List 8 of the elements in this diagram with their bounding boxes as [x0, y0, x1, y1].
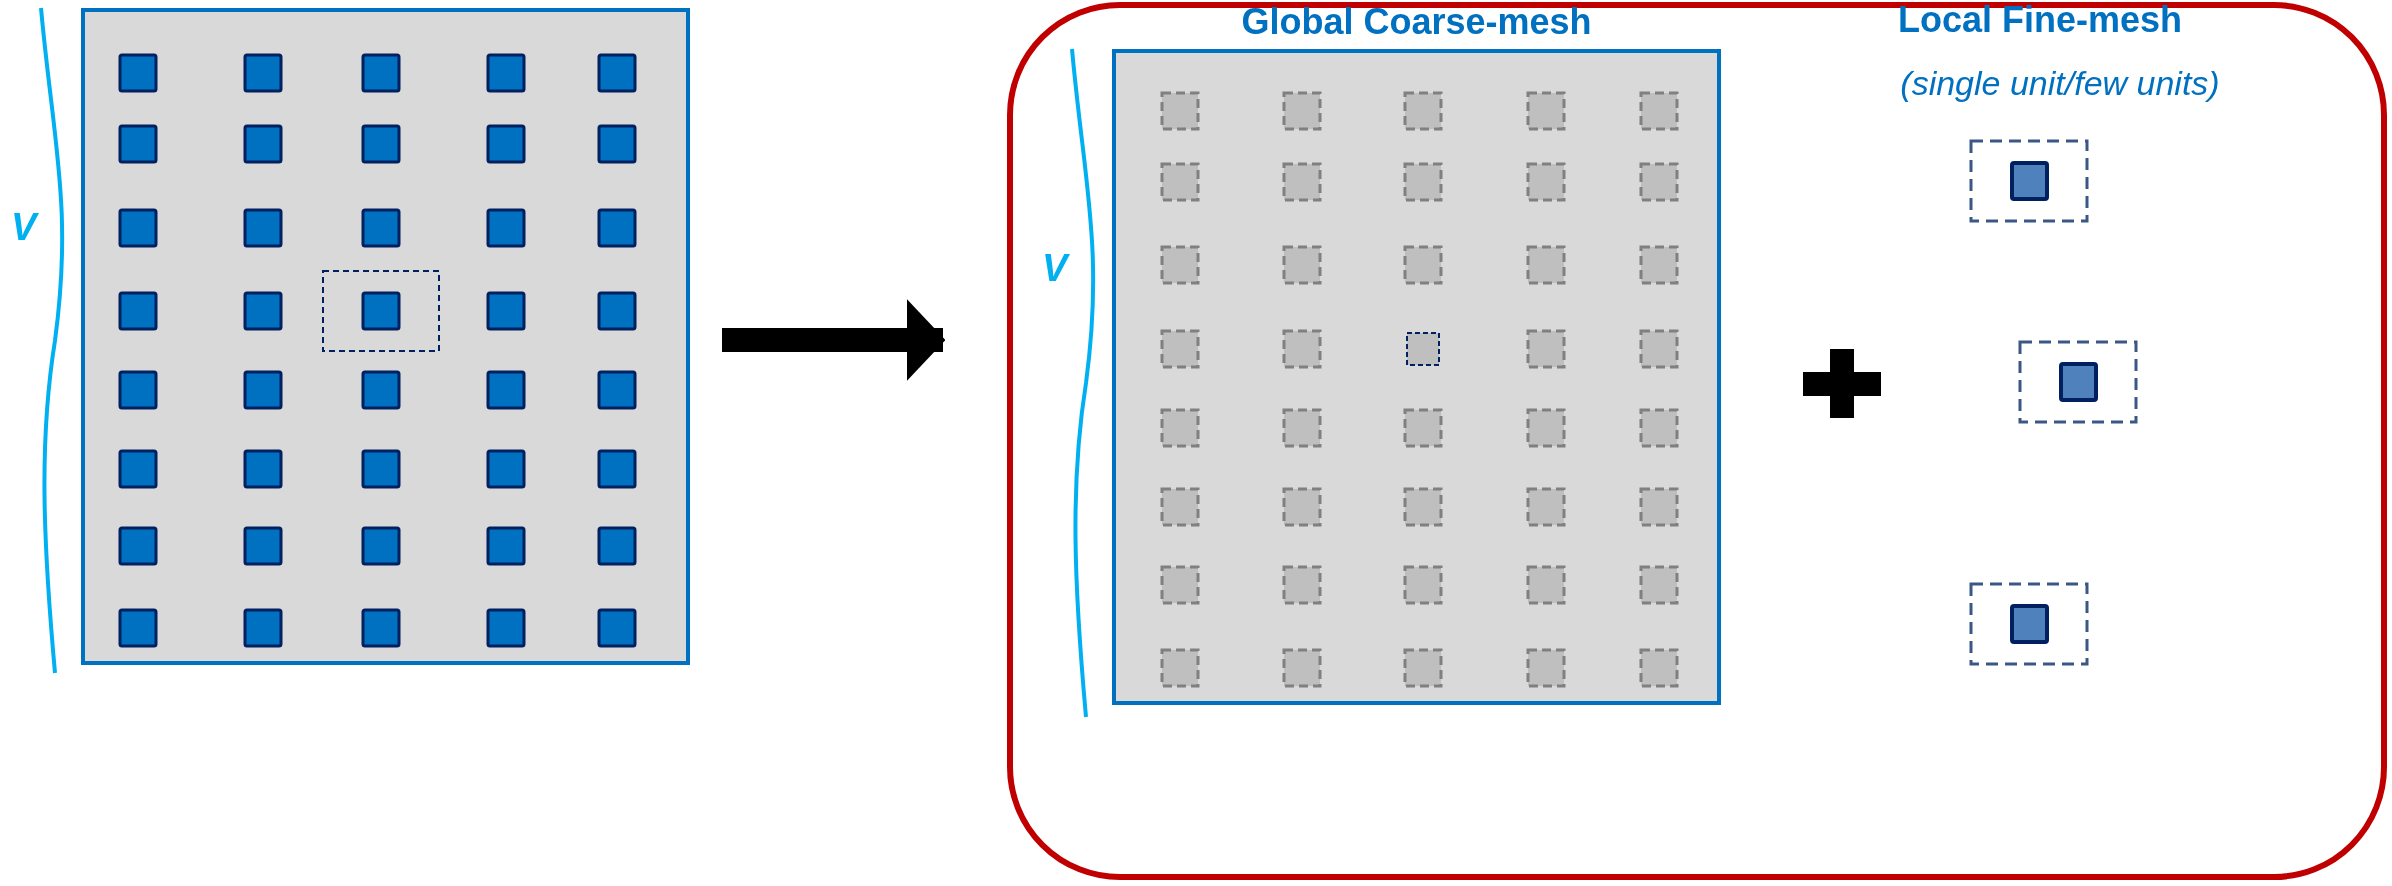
panel-title: Global Coarse-mesh [1240, 4, 1593, 40]
brace-label: V [11, 207, 37, 246]
section-title: Local Fine-mesh [1896, 2, 2184, 38]
brace-label: V [1042, 249, 1068, 288]
panel [81, 8, 690, 665]
arrow [722, 299, 946, 381]
region-outline [1007, 2, 2387, 880]
subtitle: (single unit/few units) [1899, 64, 2221, 103]
